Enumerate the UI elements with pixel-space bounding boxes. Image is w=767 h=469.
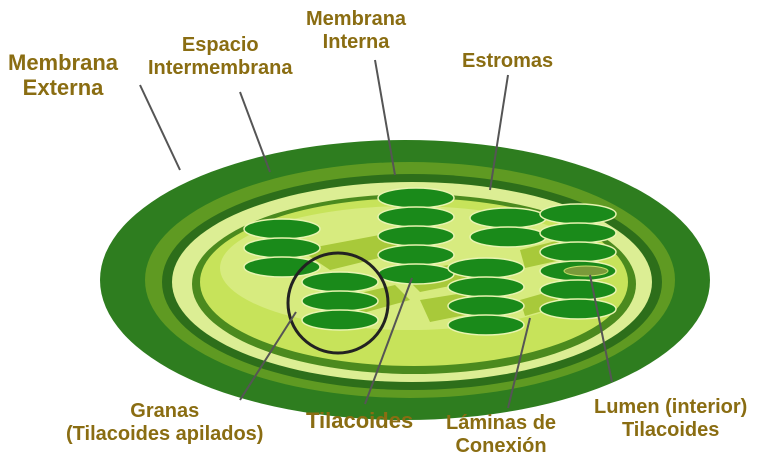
label-espacio-line1: Espacio bbox=[148, 34, 293, 57]
label-granas: Granas (Tilacoides apilados) bbox=[66, 400, 263, 446]
label-membrana-externa-line1: Membrana bbox=[8, 50, 118, 75]
granum-stack-2 bbox=[302, 272, 378, 330]
label-tilacoides-line1: Tilacoides bbox=[306, 408, 413, 433]
label-tilacoides: Tilacoides bbox=[306, 408, 413, 433]
label-espacio-line2: Intermembrana bbox=[148, 57, 293, 80]
label-estromas-line1: Estromas bbox=[462, 50, 553, 73]
label-granas-line2: (Tilacoides apilados) bbox=[66, 423, 263, 446]
label-membrana-interna-line2: Interna bbox=[306, 31, 406, 54]
label-lumen-line2: Tilacoides bbox=[594, 419, 747, 442]
label-espacio-intermembrana: Espacio Intermembrana bbox=[148, 34, 293, 80]
label-laminas-conexion: Láminas de Conexión bbox=[446, 412, 556, 458]
label-laminas-line1: Láminas de bbox=[446, 412, 556, 435]
label-granas-line1: Granas bbox=[66, 400, 263, 423]
granum-stack-3 bbox=[378, 188, 454, 284]
label-membrana-interna-line1: Membrana bbox=[306, 8, 406, 31]
label-estromas: Estromas bbox=[462, 50, 553, 73]
thylakoid-lumen bbox=[564, 266, 608, 276]
label-membrana-interna: Membrana Interna bbox=[306, 8, 406, 54]
label-lumen-tilacoides: Lumen (interior) Tilacoides bbox=[594, 396, 747, 442]
granum-stack-1 bbox=[244, 219, 320, 277]
label-lumen-line1: Lumen (interior) bbox=[594, 396, 747, 419]
label-membrana-externa-line2: Externa bbox=[8, 75, 118, 100]
label-membrana-externa: Membrana Externa bbox=[8, 50, 118, 101]
label-laminas-line2: Conexión bbox=[446, 435, 556, 458]
